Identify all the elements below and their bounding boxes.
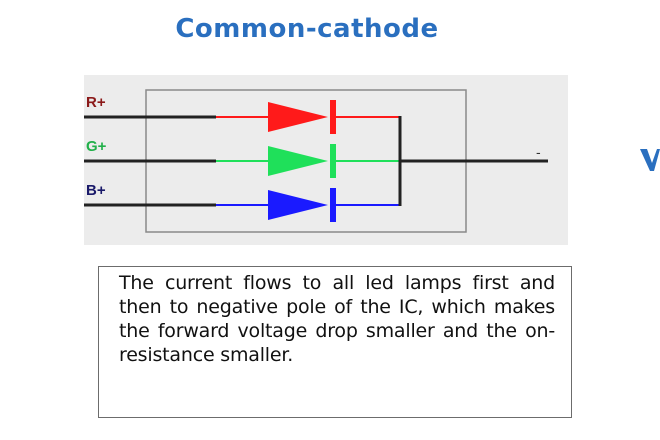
description-box: The current flows to all led lamps first… xyxy=(98,266,572,418)
green-diode-triangle xyxy=(268,146,328,176)
label-red-plus: R+ xyxy=(86,94,106,111)
page-title: Common-cathode xyxy=(0,14,660,44)
red-diode-triangle xyxy=(268,102,328,132)
description-text: The current flows to all led lamps first… xyxy=(119,272,555,366)
label-blue-plus: B+ xyxy=(86,182,106,199)
label-cathode-minus: - xyxy=(536,144,541,160)
cut-off-arrow-icon xyxy=(640,149,660,171)
blue-diode-triangle xyxy=(268,190,328,220)
red-diode-bar xyxy=(330,100,336,134)
green-diode-bar xyxy=(330,144,336,178)
common-cathode-diagram: R+ G+ B+ - xyxy=(84,75,568,245)
label-green-plus: G+ xyxy=(86,138,107,155)
page-title-text: Common-cathode xyxy=(175,14,439,44)
blue-diode-bar xyxy=(330,188,336,222)
rgb-led-schematic: R+ G+ B+ - xyxy=(84,89,548,233)
